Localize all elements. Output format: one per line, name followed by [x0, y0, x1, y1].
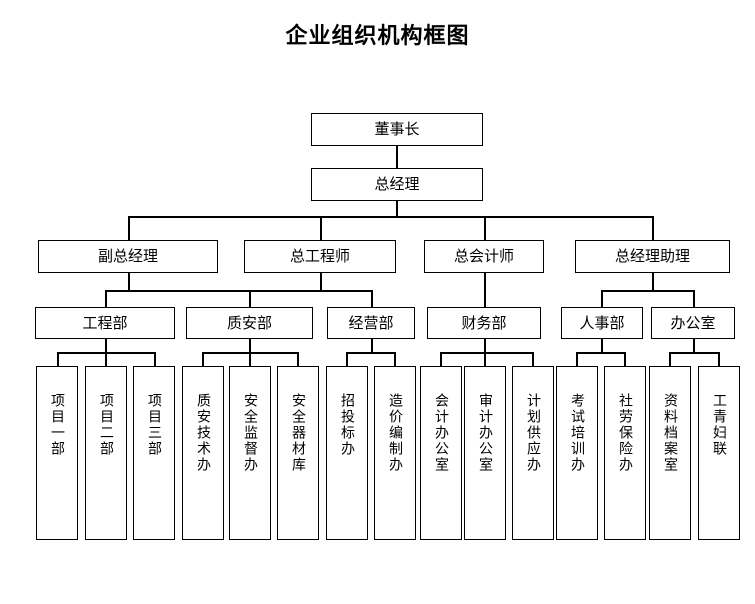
node-deputy-general-manager-label: 副总经理 [97, 247, 158, 266]
node-union-youth-women-label: 工青妇联 [711, 393, 727, 457]
connector-to-project-dept-1 [57, 352, 59, 366]
node-quality-safety-dept[interactable]: 质安部 [186, 307, 313, 339]
node-project-dept-1[interactable]: 项目一部 [36, 366, 78, 540]
node-cost-estimation-office-label: 造价编制办 [387, 393, 403, 473]
connector-chief-engineer-down [320, 272, 322, 290]
node-gm-assistant[interactable]: 总经理助理 [575, 240, 730, 273]
node-finance-dept-label: 财务部 [461, 313, 507, 332]
node-chief-engineer-label: 总工程师 [289, 247, 350, 266]
connector-bus-to-office [693, 290, 695, 308]
node-safety-equipment-store[interactable]: 安全器材库 [277, 366, 319, 540]
node-chairman-label: 董事长 [374, 120, 420, 139]
connector-to-project-dept-2 [105, 352, 107, 366]
node-cost-estimation-office[interactable]: 造价编制办 [374, 366, 416, 540]
connector-to-cost-estimation-office [394, 352, 396, 366]
connector-quality-safety-down [249, 338, 251, 352]
connector-finance-down [484, 338, 486, 352]
connector-bus-to-deputy-gm [128, 216, 130, 240]
connector-office-down [693, 338, 695, 352]
bus-gm-assistant [601, 290, 693, 292]
node-project-dept-2-label: 项目二部 [98, 393, 114, 457]
node-general-manager[interactable]: 总经理 [311, 168, 483, 201]
node-chairman[interactable]: 董事长 [311, 113, 483, 146]
bus-finance-children [440, 352, 532, 354]
bus-office-children [669, 352, 718, 354]
node-qs-tech-office[interactable]: 质安技术办 [182, 366, 224, 540]
node-project-dept-2[interactable]: 项目二部 [85, 366, 127, 540]
node-engineering-dept[interactable]: 工程部 [35, 307, 175, 339]
connector-to-planning-supply-office [532, 352, 534, 366]
node-archives-room-label: 资料档案室 [662, 393, 678, 473]
connector-to-social-insurance-office [624, 352, 626, 366]
node-exam-training-office-label: 考试培训办 [569, 393, 585, 473]
node-accounting-office-label: 会计办公室 [433, 393, 449, 473]
connector-chief-accountant-to-finance-dept [484, 272, 486, 308]
node-bidding-office-label: 招投标办 [339, 393, 355, 457]
node-office[interactable]: 办公室 [651, 307, 735, 339]
connector-bus-to-gm-assistant [652, 216, 654, 240]
connector-to-safety-equipment-store [297, 352, 299, 366]
node-project-dept-3[interactable]: 项目三部 [133, 366, 175, 540]
node-planning-supply-office-label: 计划供应办 [525, 393, 541, 473]
node-quality-safety-dept-label: 质安部 [226, 313, 272, 332]
node-bidding-office[interactable]: 招投标办 [326, 366, 368, 540]
connector-bus-to-chief-accountant [484, 216, 486, 240]
connector-to-archives-room [669, 352, 671, 366]
node-gm-assistant-label: 总经理助理 [614, 247, 690, 266]
node-exam-training-office[interactable]: 考试培训办 [556, 366, 598, 540]
node-safety-supervision-office[interactable]: 安全监督办 [229, 366, 271, 540]
node-union-youth-women[interactable]: 工青妇联 [698, 366, 740, 540]
connector-operations-down [371, 338, 373, 352]
node-hr-dept-label: 人事部 [579, 313, 625, 332]
node-chief-accountant[interactable]: 总会计师 [424, 240, 544, 273]
connector-bus-to-quality-safety-dept [249, 290, 251, 308]
connector-to-exam-training-office [576, 352, 578, 366]
connector-to-bidding-office [346, 352, 348, 366]
node-archives-room[interactable]: 资料档案室 [649, 366, 691, 540]
node-accounting-office[interactable]: 会计办公室 [420, 366, 462, 540]
connector-bus-to-chief-engineer [320, 216, 322, 240]
connector-to-audit-office [484, 352, 486, 366]
node-safety-equipment-store-label: 安全器材库 [290, 393, 306, 473]
node-chief-accountant-label: 总会计师 [453, 247, 514, 266]
node-operations-dept-label: 经营部 [348, 313, 394, 332]
bus-level3 [128, 216, 653, 218]
connector-bus-to-engineering-dept [105, 290, 107, 308]
node-deputy-general-manager[interactable]: 副总经理 [38, 240, 218, 273]
node-social-insurance-office[interactable]: 社劳保险办 [604, 366, 646, 540]
bus-operations-children [346, 352, 395, 354]
node-project-dept-1-label: 项目一部 [49, 393, 65, 457]
connector-gm-stub [396, 200, 398, 216]
node-audit-office[interactable]: 审计办公室 [464, 366, 506, 540]
node-operations-dept[interactable]: 经营部 [327, 307, 415, 339]
connector-gm-assistant-down [652, 272, 654, 290]
connector-deputy-gm-down [128, 272, 130, 290]
connector-chairman-to-gm [396, 146, 398, 168]
connector-engineering-down [105, 338, 107, 352]
node-project-dept-3-label: 项目三部 [146, 393, 162, 457]
connector-to-project-dept-3 [154, 352, 156, 366]
node-office-label: 办公室 [670, 313, 716, 332]
node-planning-supply-office[interactable]: 计划供应办 [512, 366, 554, 540]
bus-level4-left [105, 290, 372, 292]
connector-to-union-youth-women [718, 352, 720, 366]
node-social-insurance-office-label: 社劳保险办 [617, 393, 633, 473]
node-audit-office-label: 审计办公室 [477, 393, 493, 473]
node-chief-engineer[interactable]: 总工程师 [244, 240, 396, 273]
node-general-manager-label: 总经理 [374, 175, 420, 194]
node-engineering-dept-label: 工程部 [82, 313, 128, 332]
connector-to-safety-supervision-office [249, 352, 251, 366]
bus-hr-children [576, 352, 625, 354]
node-finance-dept[interactable]: 财务部 [427, 307, 541, 339]
page-title: 企业组织机构框图 [285, 23, 470, 49]
connector-to-accounting-office [440, 352, 442, 366]
node-qs-tech-office-label: 质安技术办 [195, 393, 211, 473]
connector-hr-down [601, 338, 603, 352]
connector-to-qs-tech-office [202, 352, 204, 366]
node-safety-supervision-office-label: 安全监督办 [242, 393, 258, 473]
node-hr-dept[interactable]: 人事部 [561, 307, 643, 339]
connector-bus-to-operations-dept [371, 290, 373, 308]
connector-bus-to-hr-dept [601, 290, 603, 308]
